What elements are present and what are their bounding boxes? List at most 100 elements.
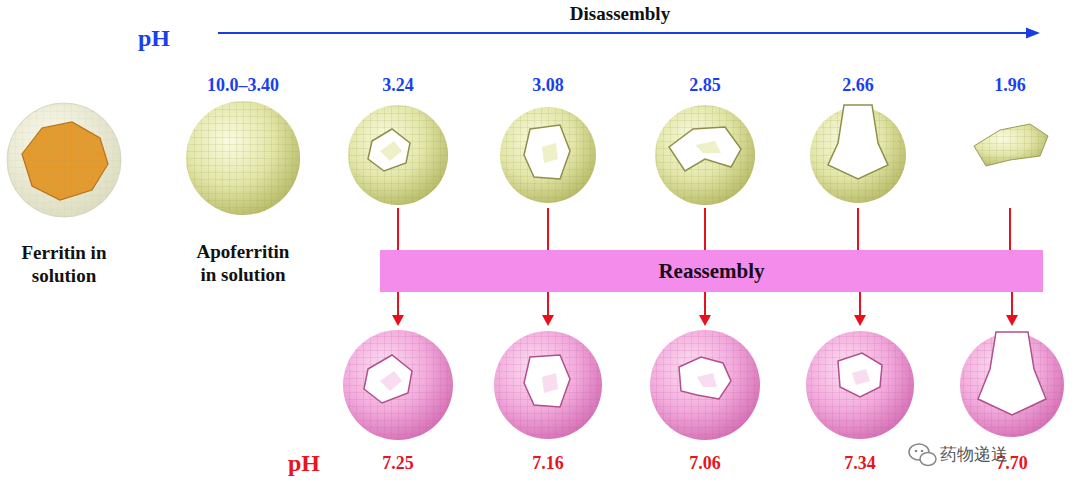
cage-label: Apoferritin in solution [187,240,299,286]
connector-arrow [1010,208,1011,250]
figure-space [343,96,453,208]
inner-wall [695,141,721,153]
shell [806,331,914,439]
connector-arrow [1006,292,1018,326]
connector-arrow [398,208,399,250]
shell [960,333,1064,437]
shell-pH-7.06 [650,330,760,440]
ph-value: 7.16 [532,452,564,474]
shell [343,330,453,440]
inner-wall [542,143,558,163]
shell-texture [806,331,914,439]
shell-pH-2.85 [655,105,755,205]
hole [524,125,570,179]
shell [348,105,448,205]
hole [364,355,412,403]
inner-wall [380,141,402,161]
inner-wall [542,373,558,393]
figure-space [955,96,1065,208]
fragment-texture [974,124,1048,166]
figure-space [803,96,913,208]
hole [828,105,888,179]
connector-arrow [542,292,554,326]
shell-pH-3.24 [348,105,448,205]
figure-space [4,101,124,219]
hole [524,355,570,407]
connector-arrow [854,292,866,326]
hole [669,127,741,171]
eye [921,450,924,453]
connector-line [1009,208,1011,250]
protein-cage-node: 3.08 [493,74,603,208]
protein-cage-node: 7.34 [800,326,920,474]
shell-pH-7.70 [960,332,1064,437]
shell-pH-7.25 [343,330,453,440]
connector-line [859,292,861,316]
bubble [920,453,936,466]
wechat-icon [909,444,936,466]
inner-wall [852,369,870,385]
shell-pH-7.34 [806,331,914,439]
figure-space [645,326,765,442]
shell-texture [960,333,1064,437]
axis-label: pH [288,449,320,478]
shell-texture [7,103,121,217]
connector-arrow [699,292,711,326]
disassembly-arrow [218,28,1040,39]
connector-arrow [858,208,859,250]
protein-cage-node: 10.0–3.40Apoferritin in solution [168,74,318,286]
connector-line [547,292,549,316]
ph-value: 1.96 [994,74,1026,96]
process-title: Disassembly [570,2,670,25]
watermark: 药物递送 [940,444,1008,464]
ph-value: 7.34 [844,452,876,474]
figure-space [493,96,603,208]
hole [368,129,410,171]
figure-space [650,96,760,208]
shell [186,101,300,215]
connector-line [1011,292,1013,316]
apoferritin-sphere [186,101,300,215]
protein-cage-node: 1.96 [955,74,1065,208]
figure-space [338,326,458,442]
arrow-head [699,315,711,326]
protein-cage-node: 7.06 [645,326,765,474]
ph-value: 7.25 [382,452,414,474]
connector-line [857,208,859,250]
inner-wall [697,373,717,387]
connector-line [397,208,399,250]
inner-wall [380,371,402,391]
shell [655,105,755,205]
figure-space [488,326,608,442]
ph-value: 2.85 [689,74,721,96]
ph-value: 7.06 [689,452,721,474]
protein-cage-node: 7.16 [488,326,608,474]
shell-pH-3.08 [500,107,596,203]
ph-value: 10.0–3.40 [207,74,279,96]
core-texture [22,122,108,200]
hole [838,353,882,397]
shell [650,330,760,440]
connector-line [704,208,706,250]
reassembly-band: Reassembly [380,250,1043,292]
fragment [974,124,1048,166]
ph-value: 3.24 [382,74,414,96]
ph-value: 2.66 [842,74,874,96]
shell-texture [343,330,453,440]
shell-texture [494,331,602,439]
connector-line [704,292,706,316]
shell [500,107,596,203]
figure-space [168,96,318,224]
axis-label: pH [138,24,170,53]
hole [978,332,1046,415]
arrow-head [1006,315,1018,326]
arrow-line [218,32,1028,34]
shell [494,331,602,439]
cage-label: Ferritin in solution [16,241,112,287]
protein-cage-node: 2.66 [803,74,913,208]
connector-line [547,208,549,250]
connector-arrow [705,208,706,250]
arrow-head [1026,28,1040,39]
connector-arrow [392,292,404,326]
